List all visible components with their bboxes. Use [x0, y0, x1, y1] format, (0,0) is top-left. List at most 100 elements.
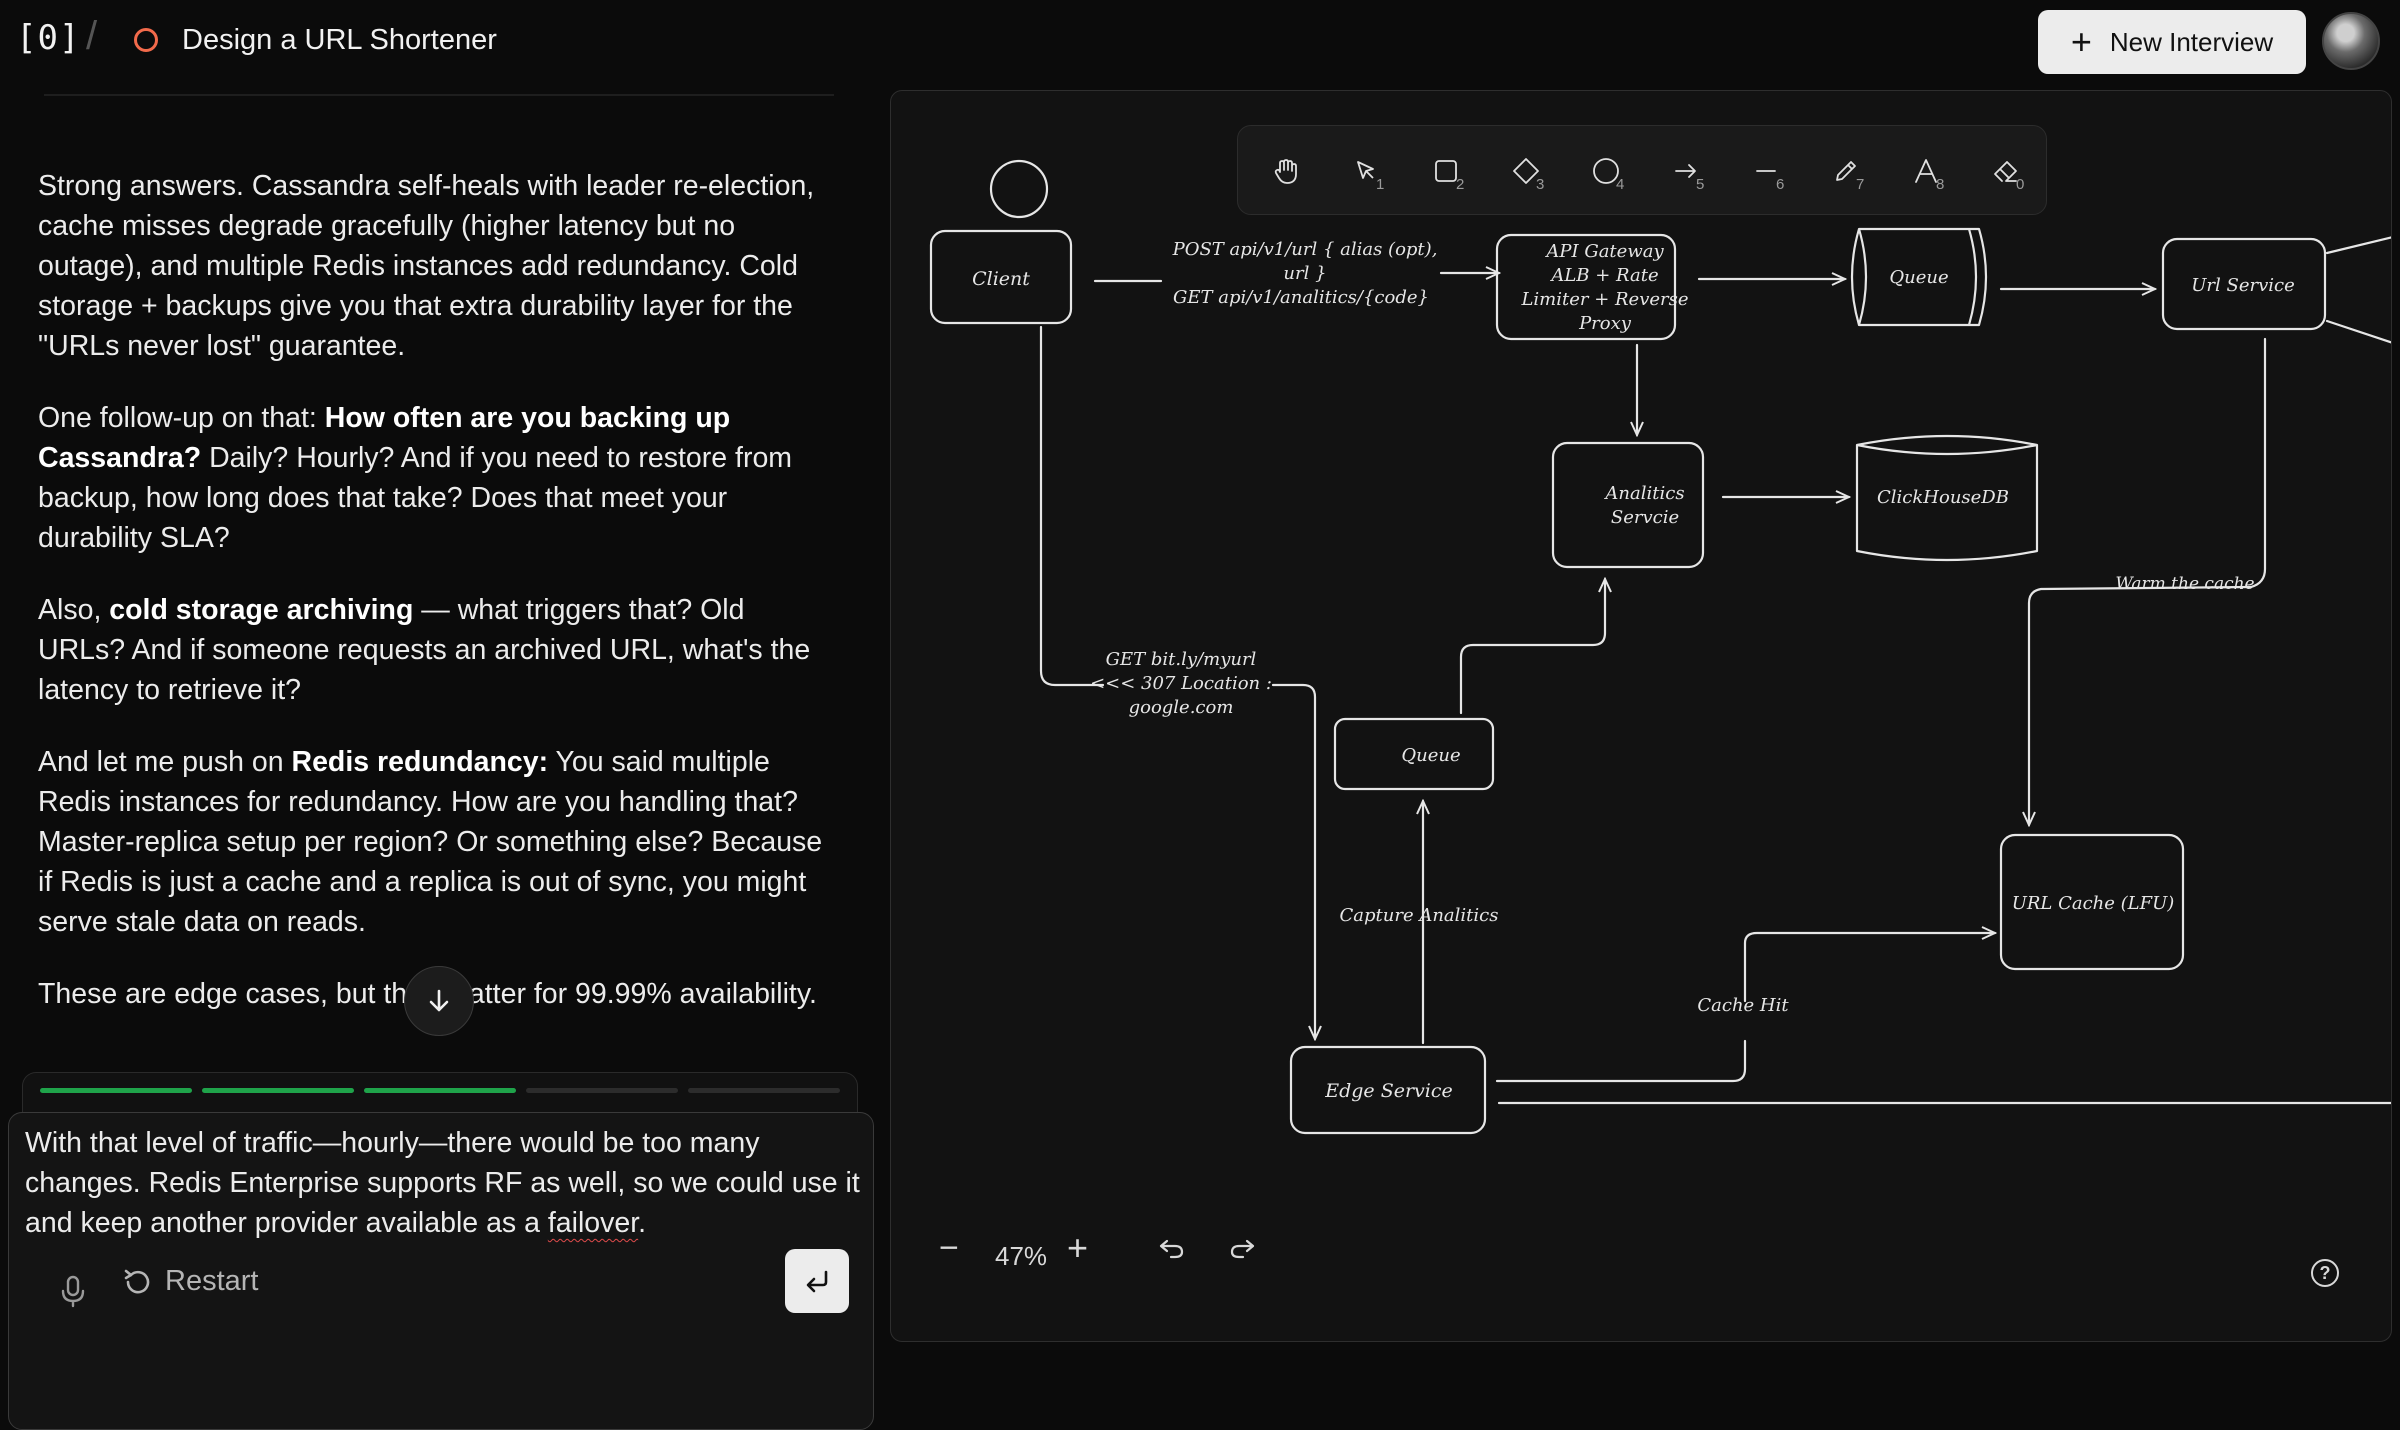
- url-service-label: Url Service: [2191, 275, 2295, 296]
- cache-hit-label: Cache Hit: [1697, 995, 1789, 1016]
- tool-key-2: 2: [1456, 176, 1465, 193]
- arrow-icon: [1675, 164, 1696, 178]
- zoom-level[interactable]: 47%: [995, 1241, 1048, 1271]
- redo-icon: [1230, 1239, 1255, 1259]
- tool-key-5: 5: [1696, 176, 1705, 193]
- tool-key-7: 7: [1856, 176, 1865, 193]
- undo-button[interactable]: [1157, 1233, 1187, 1268]
- client-to-edge-line[interactable]: [1039, 325, 1105, 687]
- tool-pencil[interactable]: 7: [1816, 146, 1876, 196]
- client-label: Client: [972, 268, 1030, 290]
- url-cache-box[interactable]: [1999, 833, 2185, 971]
- client-actor-head[interactable]: [989, 159, 1049, 219]
- chat-message: Strong answers. Cassandra self-heals wit…: [38, 166, 838, 366]
- queue-top-shape[interactable]: [1850, 227, 1988, 327]
- progress-segment: [364, 1088, 516, 1093]
- gateway-label-2: ALB + Rate: [1549, 265, 1658, 286]
- cache-hit-arrow[interactable]: [1743, 933, 1995, 1003]
- new-interview-label: New Interview: [2109, 26, 2274, 57]
- chat-message: Also, cold storage archiving — what trig…: [38, 590, 838, 710]
- zoom-in-button[interactable]: +: [1067, 1227, 1089, 1268]
- tool-rectangle[interactable]: 2: [1416, 146, 1476, 196]
- redo-button[interactable]: [1227, 1233, 1257, 1268]
- interview-progress: [22, 1072, 858, 1114]
- answer-text-end: .: [638, 1207, 647, 1239]
- tool-ellipse[interactable]: 4: [1576, 146, 1636, 196]
- ellipse-icon: [1593, 158, 1619, 184]
- eraser-icon: [1994, 161, 2017, 182]
- message-list: Strong answers. Cassandra self-heals wit…: [38, 166, 838, 1046]
- tool-eraser[interactable]: 0: [1976, 146, 2036, 196]
- answer-input[interactable]: With that level of traffic—hourly—there …: [8, 1112, 874, 1430]
- pointer-icon: [1357, 161, 1374, 179]
- tool-key-1: 1: [1376, 176, 1385, 193]
- tool-text[interactable]: 8: [1896, 146, 1956, 196]
- scroll-to-bottom-button[interactable]: [404, 966, 474, 1036]
- message-emphasis: How often are you backing up Cassandra?: [38, 402, 731, 474]
- analytics-service-box[interactable]: [1551, 441, 1705, 569]
- post-label-2: url }: [1283, 263, 1326, 284]
- get-label-1: GET bit.ly/myurl: [1106, 649, 1257, 670]
- queue-to-analytics-arrow[interactable]: [1459, 579, 1605, 715]
- rectangle-icon: [1435, 160, 1457, 182]
- tool-key-6: 6: [1776, 176, 1785, 193]
- line-icon: [1756, 170, 1776, 172]
- answer-text[interactable]: With that level of traffic—hourly—there …: [25, 1123, 865, 1243]
- tool-select[interactable]: 1: [1336, 146, 1396, 196]
- url-service-out-1[interactable]: [2325, 236, 2392, 255]
- new-interview-button[interactable]: + New Interview: [2038, 10, 2306, 74]
- post-label-1: POST api/v1/url { alias (opt),: [1172, 239, 1438, 260]
- plus-icon: +: [2070, 21, 2092, 62]
- progress-segment: [40, 1088, 192, 1093]
- tool-line[interactable]: 6: [1736, 146, 1796, 196]
- analytics-label-1: Analitics: [1603, 483, 1684, 504]
- enter-icon: [806, 1270, 828, 1293]
- edge-service-box[interactable]: [1289, 1045, 1487, 1135]
- gateway-label-4: Proxy: [1578, 313, 1632, 334]
- microphone-button[interactable]: [53, 1271, 93, 1311]
- message-text: Strong answers. Cassandra self-heals wit…: [38, 170, 815, 362]
- progress-segment: [202, 1088, 354, 1093]
- status-ring-icon: [134, 28, 158, 52]
- capture-label: Capture Analitics: [1340, 905, 1499, 926]
- message-emphasis: cold storage archiving: [109, 594, 414, 626]
- whiteboard-canvas[interactable]: Client POST api/v1/url { alias (opt), ur…: [890, 90, 2392, 1342]
- undo-icon: [1159, 1239, 1184, 1259]
- tool-arrow[interactable]: 5: [1656, 146, 1716, 196]
- gateway-box[interactable]: [1495, 233, 1677, 341]
- avatar[interactable]: [2322, 12, 2380, 70]
- progress-segment: [688, 1088, 840, 1093]
- tool-diamond[interactable]: 3: [1496, 146, 1556, 196]
- architecture-diagram[interactable]: Client POST api/v1/url { alias (opt), ur…: [891, 91, 2392, 1342]
- analytics-label-2: Servcie: [1611, 507, 1679, 528]
- message-text: And let me push on: [38, 746, 292, 778]
- chat-panel: Strong answers. Cassandra self-heals wit…: [0, 86, 874, 1430]
- message-text: — what triggers that? Old URLs? And if s…: [38, 594, 811, 706]
- message-text: Daily? Hourly? And if you need to restor…: [38, 442, 793, 554]
- misspelled-word[interactable]: failover: [547, 1207, 639, 1239]
- tool-key-8: 8: [1936, 176, 1945, 193]
- tool-hand[interactable]: [1256, 146, 1316, 196]
- progress-segment: [526, 1088, 678, 1093]
- client-box[interactable]: [929, 229, 1073, 325]
- help-button[interactable]: ?: [2311, 1259, 2339, 1287]
- restart-button[interactable]: Restart: [121, 1265, 258, 1298]
- edge-service-label: Edge Service: [1324, 1080, 1453, 1102]
- pencil-icon: [1836, 161, 1856, 181]
- help-icon: ?: [2319, 1262, 2331, 1283]
- get-to-edge-arrow[interactable]: [1271, 683, 1315, 1039]
- gateway-label-3: Limiter + Reverse: [1520, 289, 1688, 310]
- url-service-out-2[interactable]: [2325, 319, 2392, 344]
- url-service-to-cache-arrow[interactable]: [2029, 337, 2267, 825]
- url-service-box[interactable]: [2161, 237, 2327, 331]
- clickhouse-db-shape[interactable]: [1855, 434, 2039, 562]
- send-button[interactable]: [785, 1249, 849, 1313]
- app-logo[interactable]: [0]: [16, 18, 81, 58]
- edge-to-cache-arrow[interactable]: [1495, 1039, 1747, 1083]
- post-label-3: GET api/v1/analitics/{code}: [1173, 287, 1429, 308]
- clickhouse-label: ClickHouseDB: [1877, 487, 2009, 508]
- answer-text-main: With that level of traffic—hourly—there …: [25, 1127, 860, 1239]
- hand-icon: [1274, 159, 1297, 184]
- queue-mid-box[interactable]: [1333, 717, 1495, 791]
- zoom-out-button[interactable]: −: [939, 1229, 959, 1267]
